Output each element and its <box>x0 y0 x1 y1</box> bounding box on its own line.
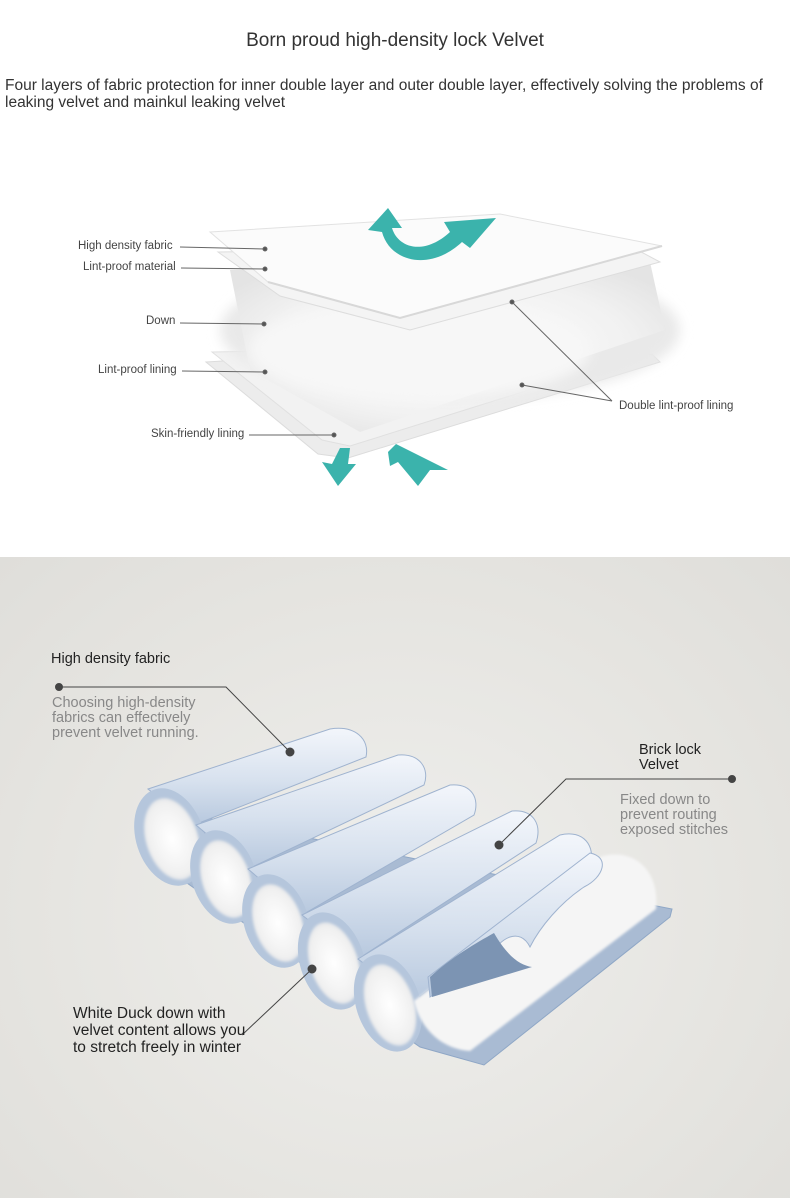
layers-illustration <box>0 0 790 557</box>
pillow-section: High density fabric Choosing high-densit… <box>0 557 790 1198</box>
label-down: Down <box>146 315 175 327</box>
air-arrows-bottom-icon <box>322 444 448 486</box>
brick-lock-description: Fixed down to prevent routing exposed st… <box>620 793 750 838</box>
label-high-density-fabric: High density fabric <box>78 240 173 252</box>
high-density-description: Choosing high-density fabrics can effect… <box>52 696 222 741</box>
brick-lock-heading: Brick lock Velvet <box>639 743 729 773</box>
label-lint-proof-lining: Lint-proof lining <box>98 364 177 376</box>
label-lint-proof-material: Lint-proof material <box>83 261 176 273</box>
label-double-lint-proof-lining: Double lint-proof lining <box>619 400 733 412</box>
white-duck-description: White Duck down with velvet content allo… <box>73 1005 248 1056</box>
layers-section: Born proud high-density lock Velvet Four… <box>0 0 790 557</box>
label-skin-friendly-lining: Skin-friendly lining <box>151 428 244 440</box>
high-density-heading: High density fabric <box>51 652 171 667</box>
